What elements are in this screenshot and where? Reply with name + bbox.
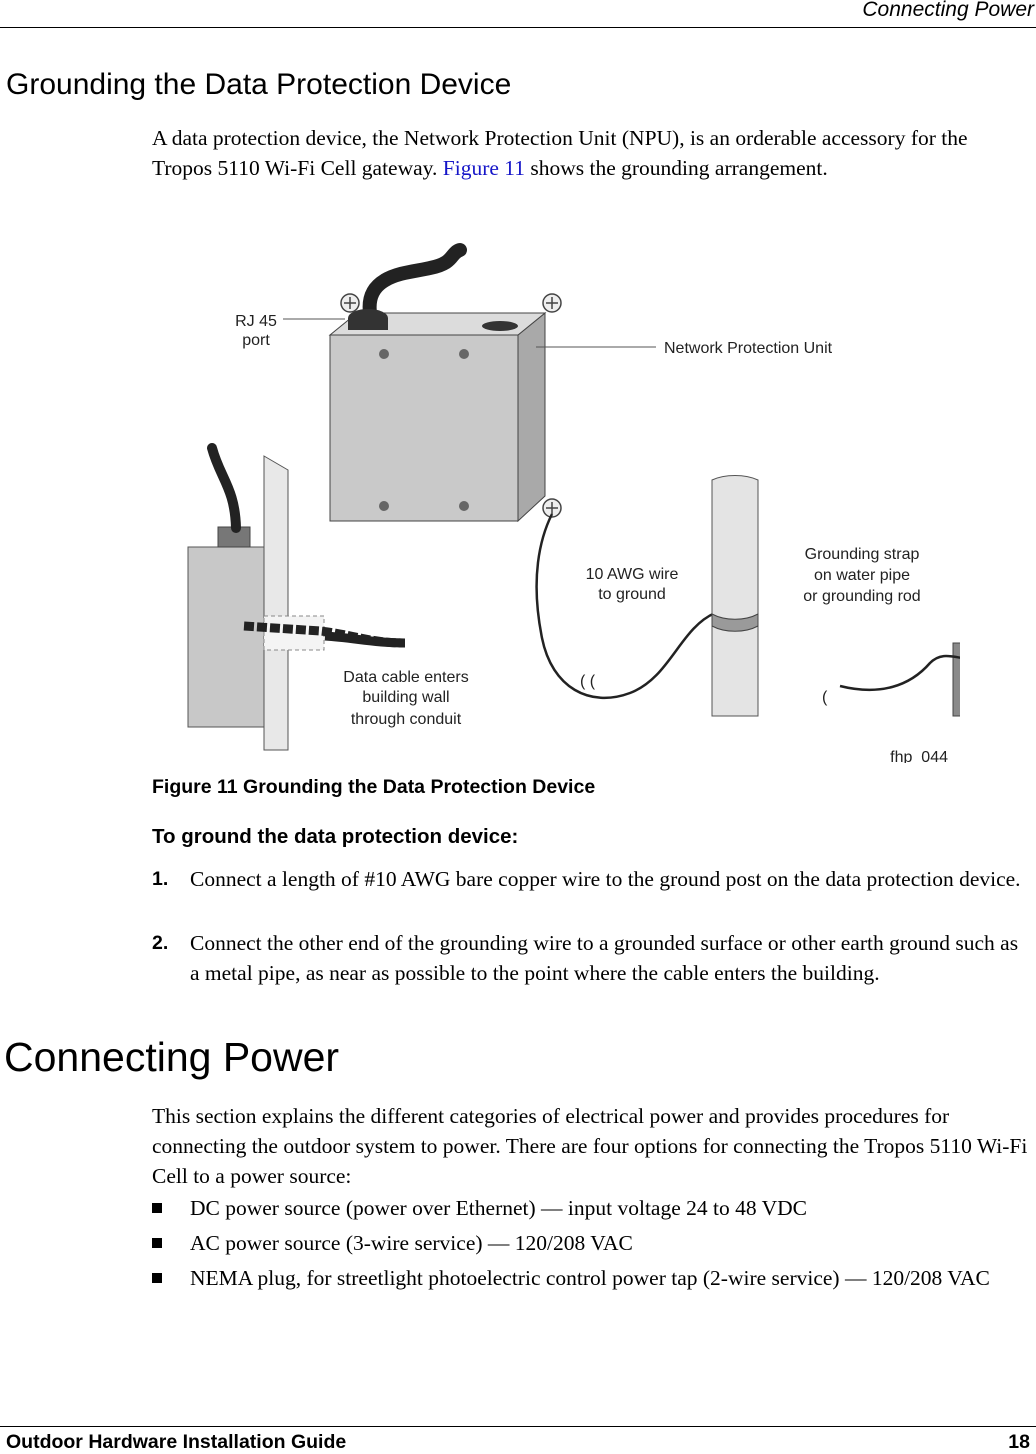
label-rj45-1: RJ 45 [235, 313, 277, 330]
label-wire-1: 10 AWG wire [586, 566, 679, 583]
grounding-figure: RJ 45 port Network Protection Unit ( ( (… [187, 243, 960, 763]
bullet-square-icon [152, 1203, 162, 1213]
rj45-cable [362, 243, 467, 320]
svg-text:( (: ( ( [580, 673, 596, 690]
figure-link[interactable]: Figure 11 [442, 156, 525, 180]
bullet-text: AC power source (3-wire service) — 120/2… [190, 1231, 633, 1255]
step-number: 2. [152, 932, 169, 954]
npu-side [517, 311, 546, 523]
label-strap-2: on water pipe [814, 567, 910, 584]
label-wire-2: to ground [598, 586, 666, 603]
step-number: 1. [152, 868, 169, 890]
bullet-square-icon [152, 1273, 162, 1283]
bullet-text: DC power source (power over Ethernet) — … [190, 1196, 807, 1220]
page-header: Connecting Power [0, 0, 1036, 28]
building-wall [263, 455, 289, 751]
step-text: Connect a length of #10 AWG bare copper … [190, 867, 1021, 891]
svg-text:(: ( [822, 689, 828, 706]
bullet-square-icon [152, 1238, 162, 1248]
label-strap-3: or grounding rod [803, 588, 920, 605]
grounding-rod [952, 642, 960, 717]
bullet-text: NEMA plug, for streetlight photoelectric… [190, 1266, 990, 1290]
label-cable-3: through conduit [351, 711, 462, 728]
figure-caption: Figure 11 Grounding the Data Protection … [152, 776, 596, 798]
intro-text: A data protection device, the Network Pr… [152, 126, 968, 180]
procedure-title: To ground the data protection device: [152, 825, 519, 848]
label-npu: Network Protection Unit [664, 340, 833, 357]
intro-paragraph: A data protection device, the Network Pr… [152, 123, 1032, 183]
footer-title: Outdoor Hardware Installation Guide [6, 1431, 347, 1453]
ground-wire [535, 513, 739, 700]
npu-front [329, 334, 519, 522]
intro-text-end: shows the grounding arrangement. [525, 156, 828, 180]
section-heading: Grounding the Data Protection Device [6, 68, 512, 101]
power-intro: This section explains the different cate… [152, 1104, 1028, 1188]
label-cable-1: Data cable enters [343, 669, 468, 686]
water-pipe [711, 475, 759, 717]
mounting-screw-icon [340, 293, 562, 518]
label-strap-1: Grounding strap [805, 546, 920, 563]
page-footer-rule [0, 1426, 1036, 1427]
indoor-cable [207, 443, 241, 533]
step-text: Connect the other end of the grounding w… [190, 931, 1019, 985]
label-cable-2: building wall [362, 689, 449, 706]
page-number: 18 [1008, 1431, 1030, 1453]
label-rj45-2: port [242, 332, 270, 349]
indoor-box [187, 546, 265, 728]
running-header-title: Connecting Power [862, 0, 1034, 21]
power-heading: Connecting Power [4, 1034, 340, 1080]
figure-code: fhp_044 [890, 749, 948, 763]
